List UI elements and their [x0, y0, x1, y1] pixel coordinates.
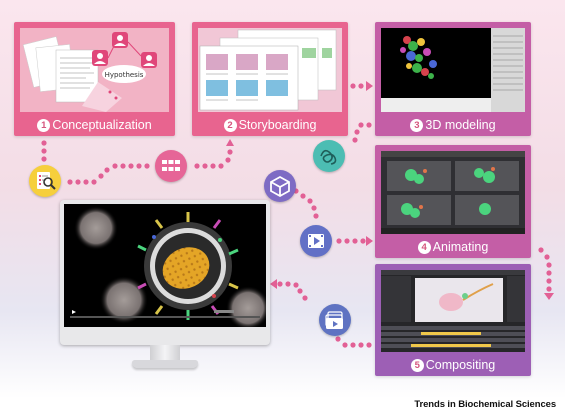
step-number-5: 5 — [410, 359, 424, 372]
virus-animation-frame — [70, 206, 266, 327]
step-text-4: Animating — [432, 240, 489, 254]
video-stack-icon — [319, 304, 351, 336]
monitor-stand-base — [132, 360, 198, 368]
protein-icon — [313, 140, 345, 172]
video-play-icon — [300, 225, 332, 257]
3d-modeling-screenshot — [381, 28, 525, 112]
search-clipboard-icon — [29, 165, 61, 197]
molecule-software-illustration — [381, 28, 525, 112]
step-number-4: 4 — [417, 241, 431, 254]
journal-credit: Trends in Biochemical Sciences — [414, 399, 556, 410]
step-number-1: 1 — [37, 119, 51, 132]
step-number-2: 2 — [223, 119, 237, 132]
storyboard-grid-icon — [155, 150, 187, 182]
step-text-1: Conceptualization — [52, 118, 152, 132]
compositing-screenshot — [381, 270, 525, 352]
cube-icon — [264, 170, 296, 202]
storyboard-pages — [198, 28, 342, 112]
monitor — [60, 200, 270, 372]
monitor-screen — [64, 204, 266, 327]
hypothesis-bubble: Hypothesis — [105, 71, 144, 79]
step-text-3: 3D modeling — [425, 118, 496, 132]
monitor-stand-neck — [150, 345, 180, 361]
step-number-3: 3 — [410, 119, 424, 132]
animating-screenshot — [381, 151, 525, 234]
storyboard-sheets-illustration — [199, 29, 337, 111]
step-text-5: Compositing — [425, 358, 496, 372]
animation-software-illustration — [381, 151, 525, 234]
conceptualization-illustration: Hypothesis — [20, 28, 169, 112]
documents-and-people-illustration: Hypothesis — [22, 32, 157, 112]
compositing-software-illustration — [381, 270, 525, 348]
step-text-2: Storyboarding — [238, 118, 317, 132]
